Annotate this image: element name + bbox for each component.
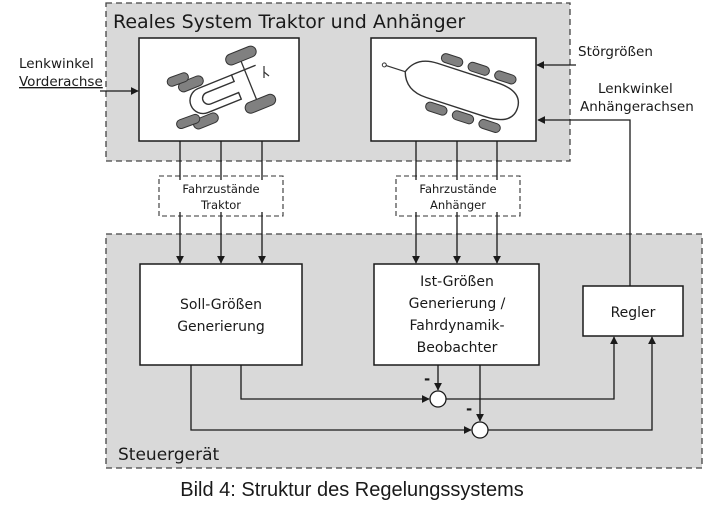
regler-block (582, 285, 684, 337)
ist-block-line1: Ist-Größen (420, 274, 494, 290)
soll-block (139, 263, 303, 366)
sum-junction-2 (471, 421, 489, 439)
controller-unit-title: Steuergerät (118, 445, 219, 465)
soll-block-line1: Soll-Größen (180, 297, 262, 313)
arrow-soll-to-sum1 (240, 365, 430, 403)
input-disturbances: Störgrößen (578, 44, 653, 60)
ist-block-line2: Generierung / (409, 296, 506, 312)
figure-caption: Bild 4: Struktur des Regelungssystems (180, 479, 524, 501)
trailer-states-line1: Fahrzustände (419, 182, 496, 196)
trailer-image (370, 37, 537, 142)
input-steer-front-line1: Lenkwinkel (19, 56, 94, 72)
input-steer-trailer-line1: Lenkwinkel (598, 81, 673, 97)
sum1-minus-sign: - (424, 370, 430, 388)
tractor-states-line2: Traktor (200, 198, 241, 212)
soll-block-line2: Generierung (177, 319, 265, 335)
arrow-sum2-to-regler (488, 336, 656, 431)
real-system-title: Reales System Traktor und Anhänger (113, 11, 465, 33)
sum-junction-1 (429, 390, 447, 408)
input-steer-trailer-line2: Anhängerachsen (580, 99, 694, 115)
arrow-controller-output (537, 116, 631, 286)
ist-block-line4: Beobachter (417, 340, 498, 356)
tractor-image (138, 37, 300, 142)
tractor-states-line1: Fahrzustände (182, 182, 259, 196)
regler-block-label: Regler (611, 305, 656, 321)
arrow-soll-to-sum2 (190, 365, 472, 434)
trailer-states-line2: Anhänger (430, 198, 486, 212)
sum2-minus-sign: - (466, 400, 472, 418)
input-steer-front-line2: Vorderachse (19, 74, 103, 90)
ist-block-line3: Fahrdynamik- (409, 318, 504, 334)
arrow-sum1-to-regler (446, 336, 618, 400)
ist-block (373, 263, 540, 366)
